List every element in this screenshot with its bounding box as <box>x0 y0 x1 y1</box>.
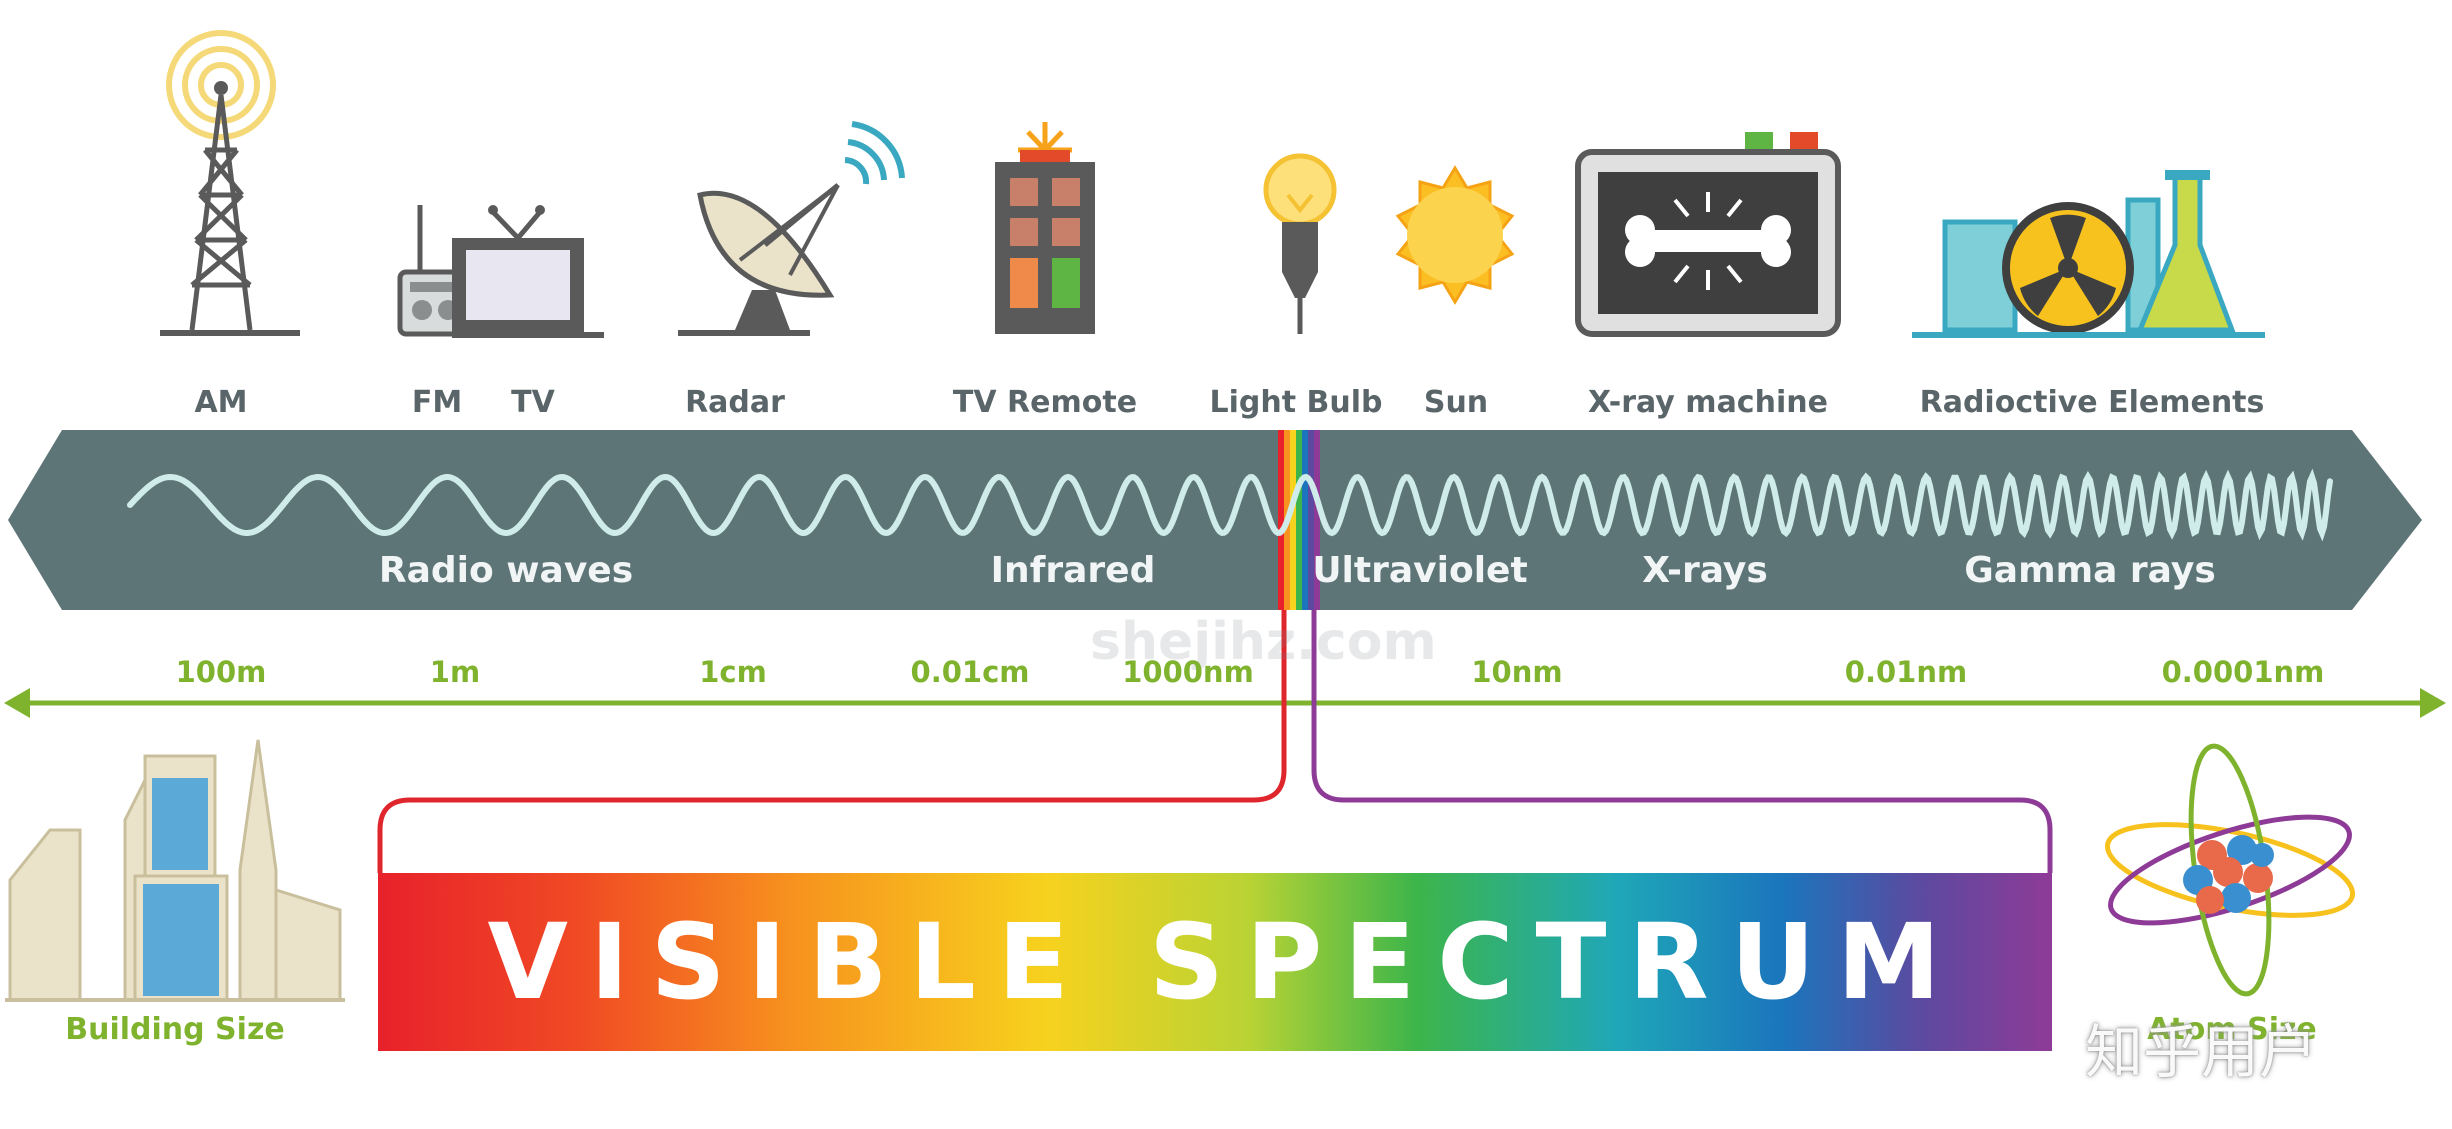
remote-control-icon <box>995 122 1095 334</box>
scale-label: 0.01nm <box>1844 655 1968 689</box>
scale-label: 10nm <box>1471 655 1563 689</box>
source-label-tv: TV <box>511 385 555 420</box>
band-label-gamma: Gamma rays <box>1964 550 2216 591</box>
band-label-infrared: Infrared <box>990 550 1156 591</box>
source-label-radar: Radar <box>685 385 785 420</box>
visible-spectrum-bar: VISIBLE SPECTRUM <box>378 873 2052 1051</box>
band-label-radio: Radio waves <box>378 550 634 591</box>
wave-line <box>127 468 2333 542</box>
scale-label: 1cm <box>699 655 767 689</box>
light-bulb-icon <box>1263 153 1337 334</box>
atom-icon <box>2104 743 2356 997</box>
xray-machine-icon <box>1575 132 1841 337</box>
wavelength-scale-arrow <box>4 688 2446 718</box>
source-label-fm: FM <box>411 385 463 420</box>
satellite-dish-icon <box>678 121 905 336</box>
radioactive-elements-icon <box>1912 170 2265 338</box>
red-connector-line <box>377 610 1287 873</box>
scale-label: 1000nm <box>1122 655 1254 689</box>
source-label-tv-remote: TV Remote <box>952 385 1138 420</box>
visible-spectrum-title: VISIBLE SPECTRUM <box>487 901 1963 1023</box>
source-label-sun: Sun <box>1423 385 1489 420</box>
band-label-ultraviolet: Ultraviolet <box>1312 550 1528 591</box>
scale-label: 0.01cm <box>910 655 1030 689</box>
scale-label: 1m <box>429 655 481 689</box>
building-size-label: Building Size <box>65 1012 285 1047</box>
zhihu-watermark: 知乎用户 <box>2085 1018 2318 1086</box>
site-watermark: shejihz.com <box>1090 612 1437 672</box>
source-label-xray-machine: X-ray machine <box>1588 385 1828 420</box>
radio-tower-icon <box>160 30 300 336</box>
building-icon <box>5 739 345 1002</box>
source-label-am: AM <box>194 385 248 420</box>
source-label-radioactive-elements: Radioctive Elements <box>1919 385 2265 420</box>
sun-icon <box>1395 165 1515 305</box>
source-label-light-bulb: Light Bulb <box>1209 385 1383 420</box>
purple-connector-line <box>1311 610 2053 873</box>
atom-size-label: Atom Size <box>2147 1012 2317 1047</box>
scale-label: 100m <box>175 655 267 689</box>
scale-label: 0.0001nm <box>2161 655 2325 689</box>
band-label-xrays: X-rays <box>1642 550 1768 591</box>
television-icon <box>452 205 604 338</box>
